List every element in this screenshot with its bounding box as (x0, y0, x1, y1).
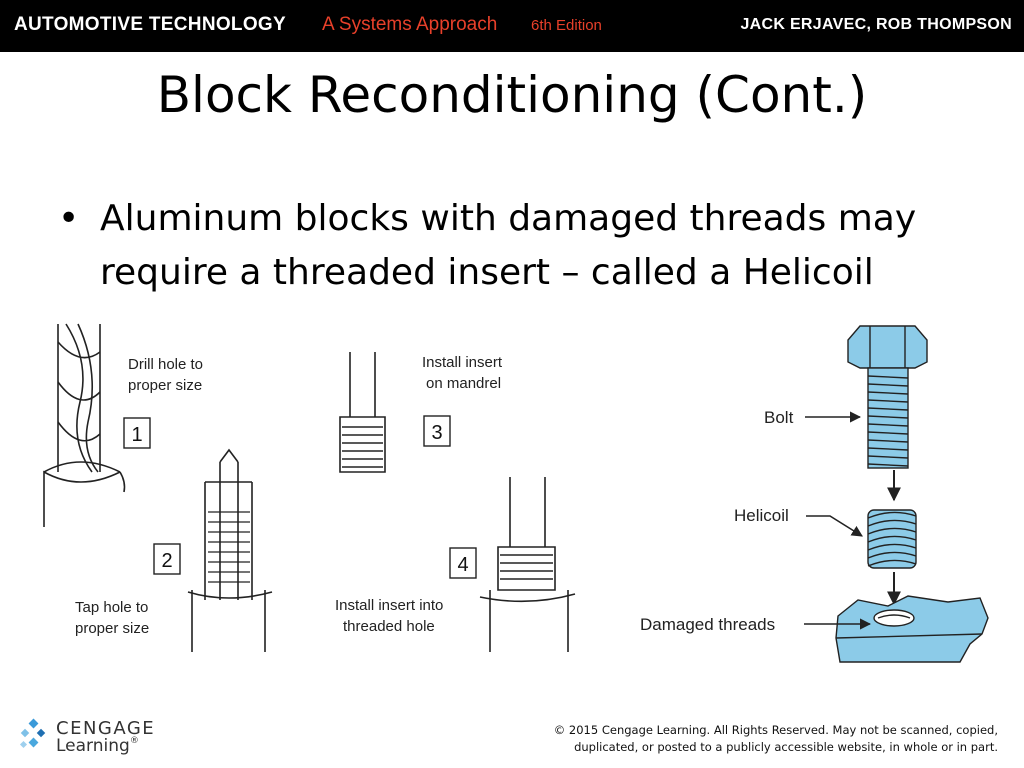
helicoil-label: Helicoil (734, 506, 789, 525)
copyright-line-1: © 2015 Cengage Learning. All Rights Rese… (553, 723, 998, 737)
cengage-logo: CENGAGE Learning® (18, 716, 158, 760)
tap-illustration (187, 448, 273, 652)
helicoil-illustration (867, 509, 917, 569)
header-bar: AUTOMOTIVE TECHNOLOGY A Systems Approach… (0, 0, 1024, 52)
step-3-badge (423, 415, 451, 447)
step-2-label-line2: proper size (75, 620, 149, 637)
book-subtitle: A Systems Approach (322, 14, 498, 35)
step-2-label-line1: Tap hole to (75, 599, 148, 616)
book-edition: 6th Edition (531, 17, 602, 34)
bullet-icon: • (58, 198, 80, 239)
step-3-label-line2: on mandrel (426, 375, 501, 392)
cengage-mark-icon (19, 718, 46, 749)
step-1-label-line1: Drill hole to (128, 356, 203, 373)
step-1-label-line2: proper size (128, 377, 202, 394)
book-title: AUTOMOTIVE TECHNOLOGY (14, 14, 286, 35)
logo-sub: Learning® (56, 736, 139, 756)
drill-bit-illustration (43, 323, 126, 527)
step-4-label-line2: threaded hole (343, 618, 435, 635)
step-3-number: 3 (431, 422, 442, 444)
step-2-badge (153, 543, 181, 575)
step-4-label-line1: Install insert into (335, 597, 443, 614)
bolt-label: Bolt (764, 408, 794, 427)
damaged-block-illustration (835, 595, 989, 663)
step-2-number: 2 (161, 550, 172, 572)
book-authors: JACK ERJAVEC, ROB THOMPSON (740, 16, 1012, 33)
step-1-number: 1 (131, 424, 142, 446)
bolt-illustration (847, 325, 928, 469)
step-4-badge (449, 547, 477, 579)
slide-title: Block Reconditioning (Cont.) (156, 66, 868, 124)
step-4-number: 4 (457, 554, 468, 576)
registered-mark: ® (129, 736, 139, 746)
step-3-label-line1: Install insert (422, 354, 503, 371)
helicoil-steps-figure: 1 2 3 4 Drill hole to proper size Tap ho… (43, 323, 576, 652)
helicoil-parts-figure: Bolt Helicoil Damaged threads (640, 325, 989, 663)
copyright-notice: © 2015 Cengage Learning. All Rights Rese… (538, 722, 998, 756)
helicoil-pointer (806, 515, 863, 537)
logo-name: CENGAGE (56, 718, 156, 739)
damaged-threads-label: Damaged threads (640, 615, 775, 634)
insert-illustration (479, 477, 576, 652)
bullet-text: Aluminum blocks with damaged threads may… (100, 198, 917, 293)
mandrel-illustration (339, 352, 386, 473)
step-1-badge (123, 417, 151, 449)
copyright-line-2: duplicated, or posted to a publicly acce… (574, 740, 998, 754)
